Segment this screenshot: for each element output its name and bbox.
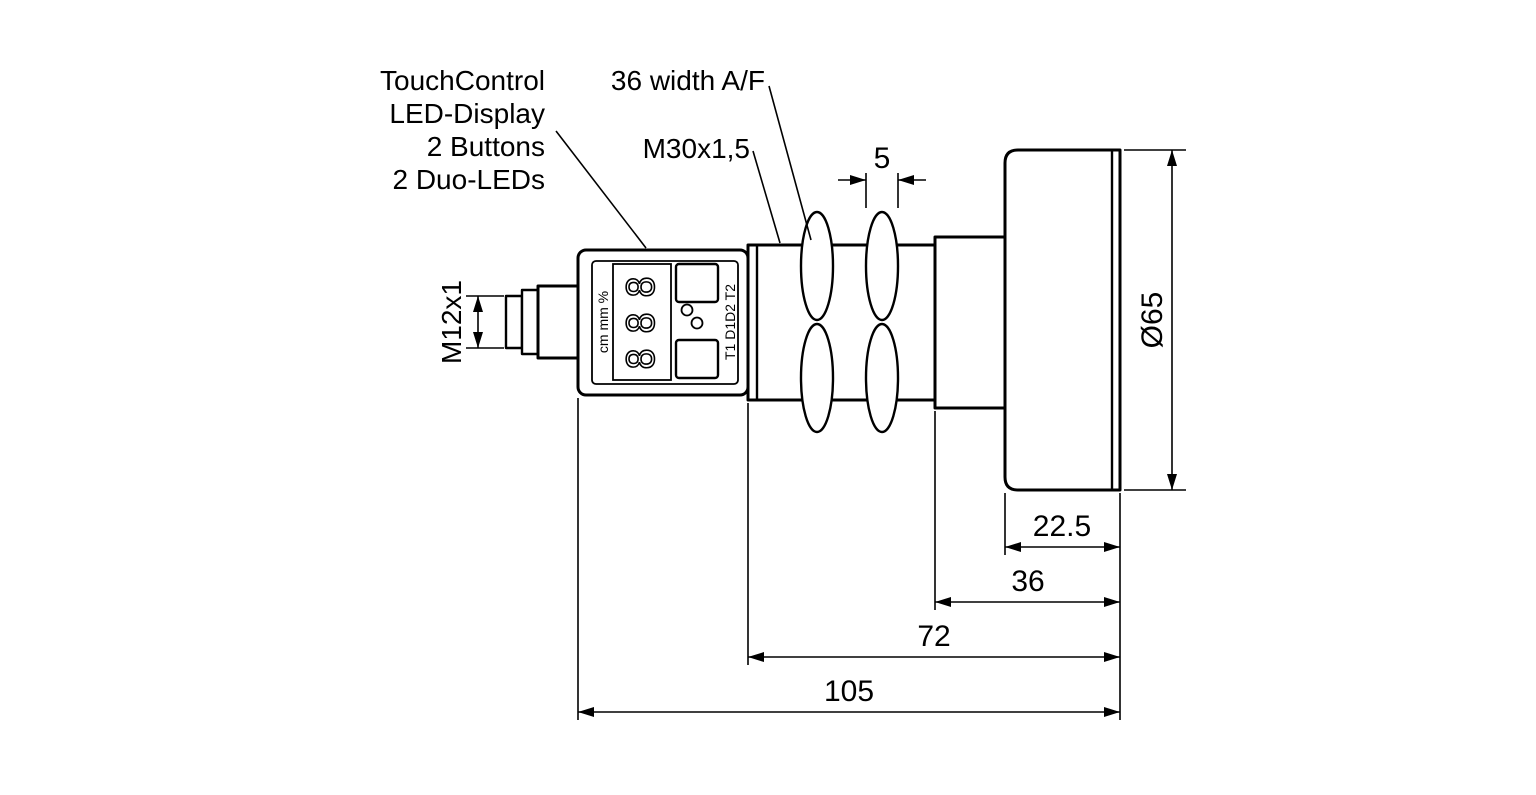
arrow-right-icon [1104, 597, 1120, 607]
housing-inner-frame [591, 260, 739, 385]
callout-width-af: 36 width A/F [611, 65, 812, 241]
threaded-barrel [746, 243, 937, 402]
arrow-left-icon [1005, 542, 1021, 552]
leader-line-width-af [768, 85, 812, 241]
dim-text-105: 105 [824, 675, 874, 708]
dim-text-m12: M12x1 [436, 280, 467, 364]
decoupling-ring-2 [864, 210, 900, 434]
label-led-display: LED-Display [389, 98, 545, 129]
step-collar [933, 235, 1007, 410]
connector-body [536, 284, 580, 360]
arrow-right-icon [1104, 652, 1120, 662]
dim-text-diameter: Ø65 [1136, 292, 1169, 349]
arrow-left-icon [748, 652, 764, 662]
arrow-left-icon [578, 707, 594, 717]
duo-led-1 [680, 303, 694, 317]
button-top [674, 262, 720, 304]
dim-105: 105 [578, 675, 1120, 717]
ring1-lower [799, 322, 835, 434]
display-digit-3: 8 [620, 348, 663, 370]
display-io-labels: T1 D1D2 T2 [722, 284, 738, 360]
dim-text-groove: 5 [874, 142, 891, 175]
dim-text-22-5: 22.5 [1033, 510, 1091, 543]
connector-collar [520, 288, 540, 356]
arrow-up-icon [473, 296, 483, 312]
barrel-outline [746, 243, 937, 402]
ring1-upper [799, 210, 835, 322]
label-m30-thread: M30x1,5 [643, 133, 750, 164]
dim-36: 36 [935, 565, 1120, 607]
arrow-up-icon [1167, 150, 1177, 166]
dim-diameter: Ø65 [1124, 149, 1186, 491]
label-2-buttons: 2 Buttons [427, 131, 545, 162]
callout-thread: M30x1,5 [643, 133, 781, 244]
arrow-right-icon [1104, 542, 1120, 552]
arrow-left-icon [935, 597, 951, 607]
callout-touchcontrol: TouchControl LED-Display 2 Buttons 2 Duo… [380, 65, 647, 249]
ring2-lower [864, 322, 900, 434]
arrow-right-icon [1104, 707, 1120, 717]
dim-72: 72 [748, 620, 1120, 662]
arrow-down-icon [473, 332, 483, 348]
dim-text-36: 36 [1011, 565, 1044, 598]
display-digit-2: 8 [620, 312, 663, 334]
sensor-head [1003, 148, 1122, 492]
m12-connector [504, 284, 580, 360]
label-2-duo-leds: 2 Duo-LEDs [392, 164, 545, 195]
label-width-af: 36 width A/F [611, 65, 765, 96]
dim-connector: M12x1 [436, 280, 504, 364]
connector-tip [504, 294, 524, 350]
display-window [612, 263, 672, 381]
arrow-down-icon [1167, 474, 1177, 490]
label-touchcontrol: TouchControl [380, 65, 545, 96]
leader-line-touchcontrol [555, 130, 647, 249]
ring2-upper [864, 210, 900, 322]
decoupling-ring-1 [799, 210, 835, 434]
button-bottom [674, 338, 720, 380]
dim-22-5: 22.5 [1005, 510, 1120, 552]
dim-text-72: 72 [917, 620, 950, 653]
head-outline [1003, 148, 1122, 492]
display-housing: cm mm % 8 8 8 T1 D1D2 T2 [576, 248, 750, 397]
arrow-left-icon [898, 175, 914, 185]
display-digit-1: 8 [620, 276, 663, 298]
leader-line-thread [752, 150, 781, 244]
display-unit-labels: cm mm % [595, 291, 611, 353]
dim-groove: 5 [838, 142, 926, 208]
arrow-right-icon [850, 175, 866, 185]
duo-led-2 [690, 316, 704, 330]
